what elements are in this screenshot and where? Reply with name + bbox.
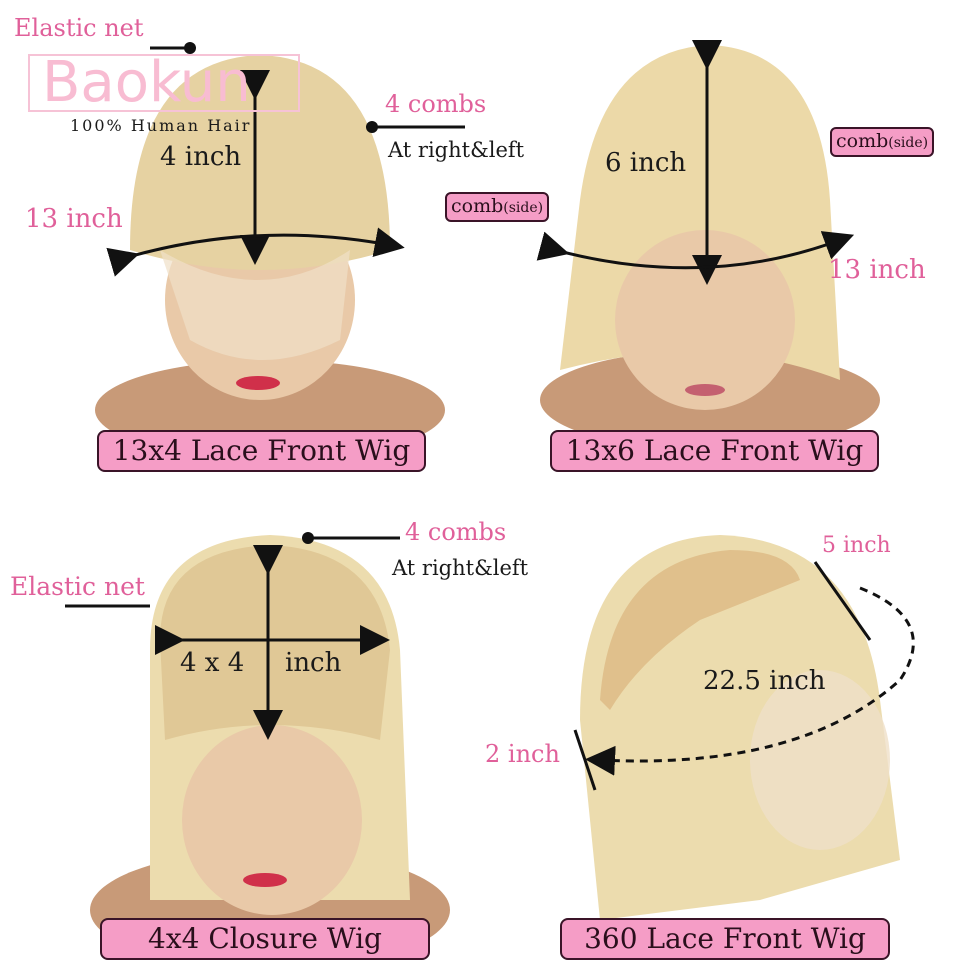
title-4x4: 4x4 Closure Wig [100, 918, 430, 960]
size-unit: inch [285, 648, 342, 678]
comb-side-tag-right: comb(side) [830, 127, 935, 157]
combs-label: 4 combs [405, 518, 507, 546]
comb-tag-note: (side) [503, 200, 544, 216]
wig-13x6 [540, 45, 880, 450]
combs-position: At right&left [388, 138, 525, 162]
elastic-net-label: Elastic net [10, 572, 145, 601]
title-360: 360 Lace Front Wig [560, 918, 890, 960]
elastic-net-label: Elastic net [14, 14, 144, 42]
top-label: 5 inch [822, 533, 891, 558]
comb-tag: comb [451, 195, 504, 217]
title-13x6: 13x6 Lace Front Wig [550, 430, 879, 472]
size-label: 4 x 4 [180, 648, 245, 678]
side-label: 2 inch [485, 740, 560, 768]
title-13x4: 13x4 Lace Front Wig [97, 430, 426, 472]
combs-position: At right&left [392, 556, 529, 580]
comb-side-tag-left: comb(side) [445, 192, 550, 222]
logo-text: Baokun [42, 54, 251, 112]
comb-tag-note: (side) [888, 135, 929, 151]
width-label: 13 inch [828, 255, 926, 285]
combs-label: 4 combs [385, 90, 487, 118]
circumference-label: 22.5 inch [703, 666, 826, 696]
brand-logo: Baokun [28, 54, 300, 112]
comb-tag: comb [836, 130, 889, 152]
height-label: 6 inch [605, 148, 687, 178]
tagline: 100% Human Hair [70, 116, 252, 135]
width-label: 13 inch [25, 204, 123, 234]
height-label: 4 inch [160, 142, 242, 172]
wig-360 [580, 535, 900, 920]
